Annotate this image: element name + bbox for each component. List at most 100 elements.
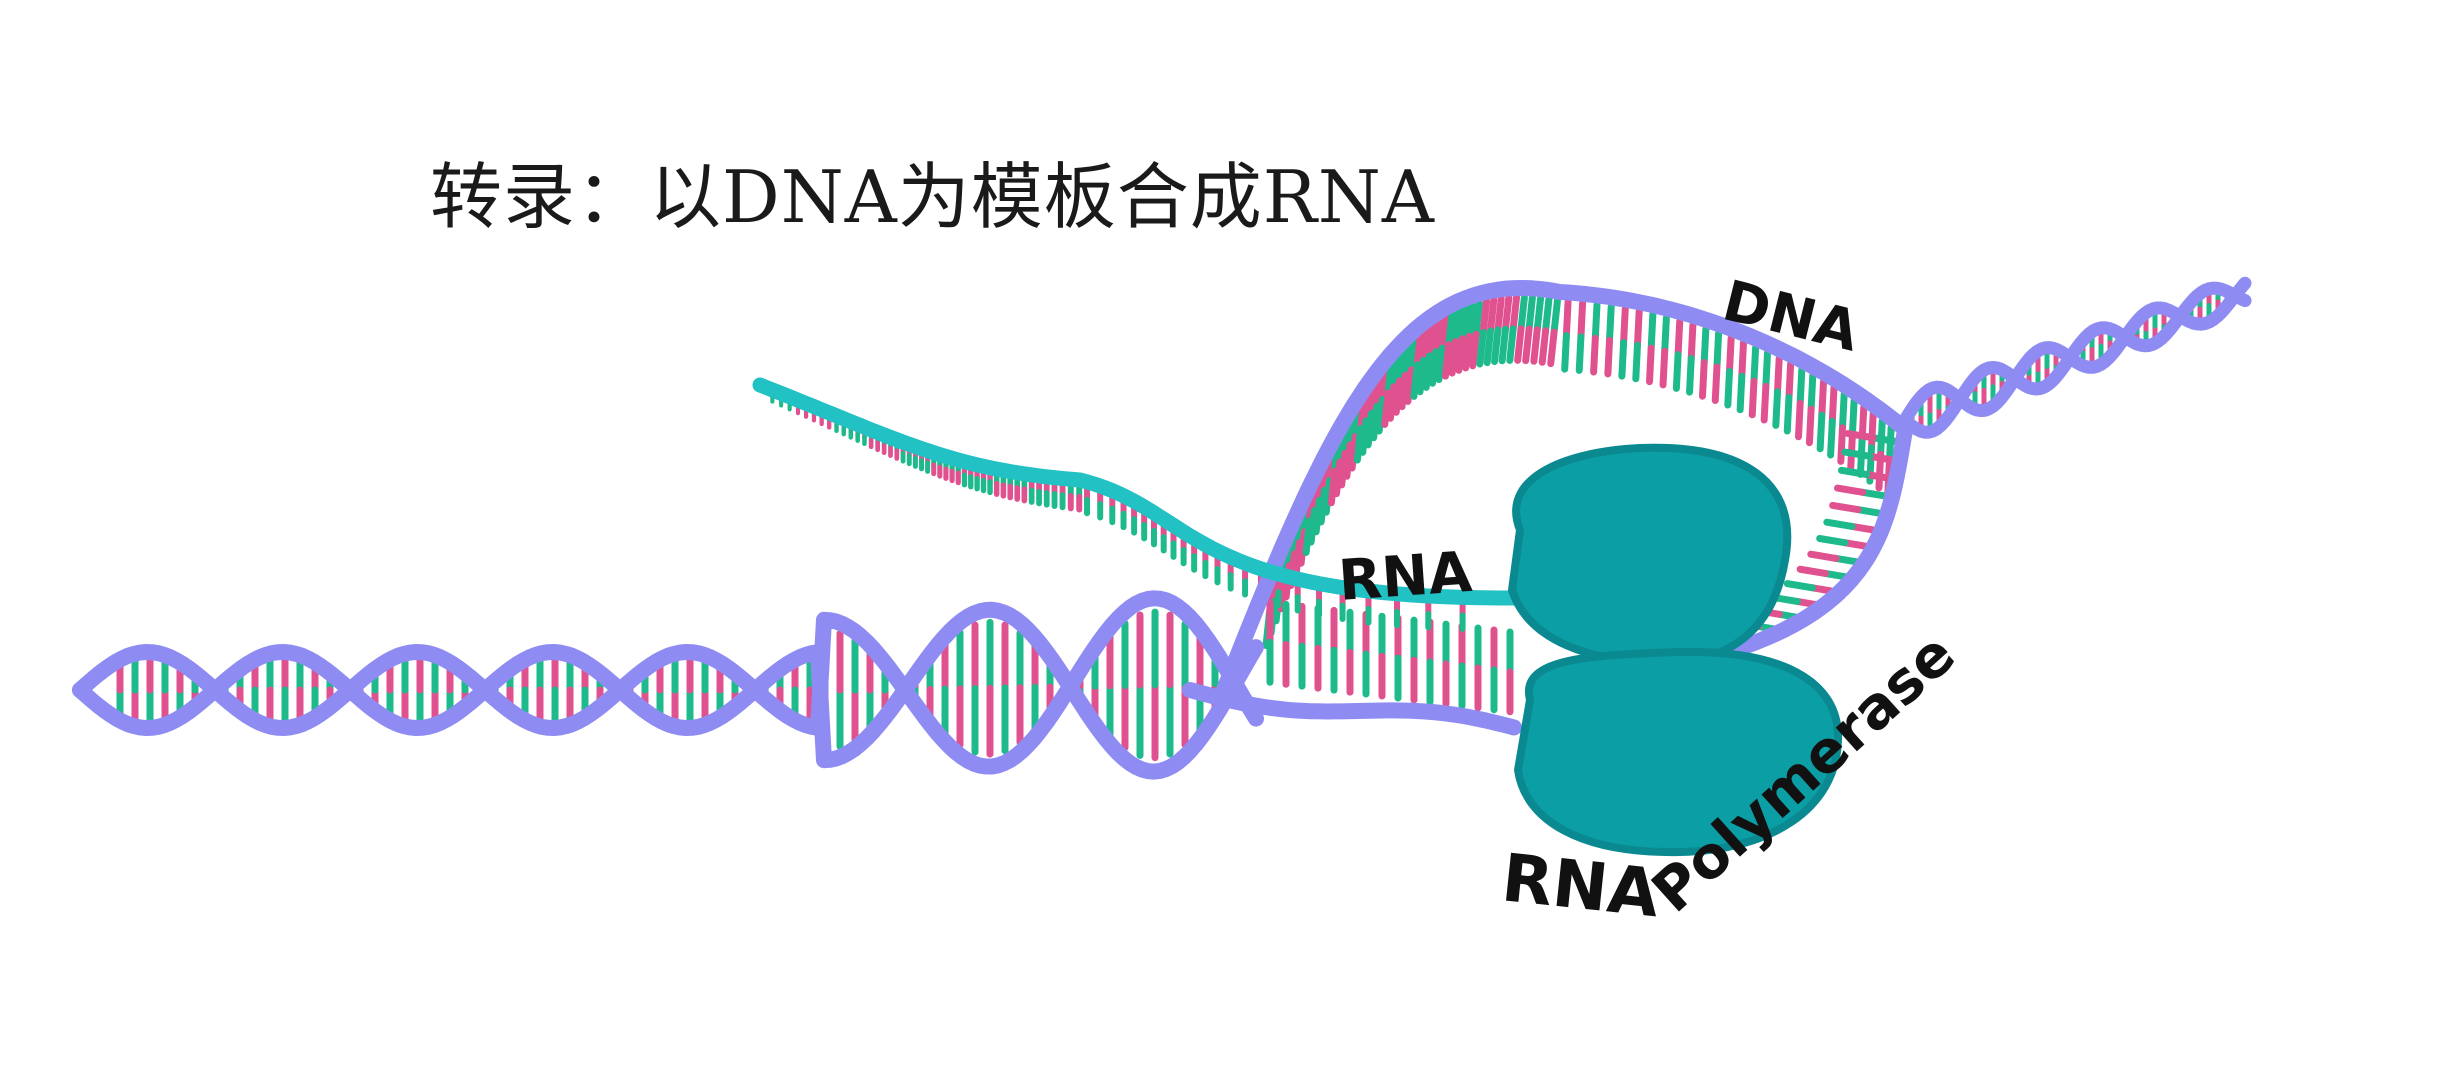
base-pair (1590, 334, 1599, 376)
base-pair (1606, 303, 1615, 344)
base-pair (1501, 294, 1513, 333)
base-pair (1760, 382, 1770, 424)
coding-strand-backbone (1212, 280, 1908, 708)
base-pair (1327, 467, 1339, 507)
base-pair (1353, 425, 1365, 464)
base-pair (1647, 310, 1657, 352)
base-pair (1445, 309, 1456, 349)
base-pair (1317, 486, 1329, 526)
base-pair (1618, 339, 1628, 380)
base-pair (1307, 506, 1318, 546)
base-pair (1292, 539, 1303, 578)
base-pair (1859, 488, 1892, 500)
base-pair (1498, 325, 1509, 365)
base-pair (1828, 384, 1838, 425)
base-pair (1390, 351, 1401, 391)
base-pair (1491, 326, 1502, 366)
polymerase-rna-label: RNA (1498, 839, 1662, 932)
base-pair (1509, 293, 1521, 333)
dna-backbone-strand-1 (72, 601, 1264, 780)
rna-backbone (752, 377, 1528, 606)
base-pair (1404, 366, 1415, 405)
base-pair (1448, 338, 1459, 377)
template-strand-backbone (1182, 682, 1522, 736)
base-pair (1772, 388, 1782, 429)
base-pair (1432, 316, 1443, 356)
base-pair (1525, 294, 1536, 333)
base-pair (1736, 372, 1746, 414)
base-pair (1838, 390, 1848, 432)
base-pair (1725, 334, 1735, 375)
base-pair (1302, 517, 1313, 556)
base-pair (1700, 325, 1710, 367)
base-pair (1591, 301, 1601, 342)
base-pair (1297, 528, 1308, 567)
base-pair (1392, 377, 1404, 416)
base-pair (1738, 339, 1747, 380)
base-pair (1837, 424, 1846, 465)
base-pair (1823, 518, 1856, 530)
base-pair (1577, 299, 1587, 341)
base-pair (1686, 355, 1695, 396)
base-pair (1713, 329, 1723, 371)
base-pair (1384, 357, 1395, 397)
base-pair (1866, 452, 1899, 465)
base-pair (1794, 399, 1804, 441)
base-pair (1479, 297, 1491, 337)
base-pair (1469, 330, 1480, 370)
base-pair (1672, 351, 1682, 392)
base-pair (1476, 329, 1487, 368)
base-pair (1807, 371, 1817, 413)
base-pair (1338, 449, 1349, 489)
base-pair (1416, 356, 1427, 396)
base-pair (1407, 334, 1419, 374)
base-pair (1796, 366, 1806, 407)
base-pair (1343, 441, 1354, 480)
base-pair (1517, 293, 1528, 333)
base-pair (1562, 298, 1572, 340)
base-pair (1868, 410, 1877, 451)
base-pair (1426, 320, 1437, 360)
base-pair (1848, 397, 1858, 438)
return-strand-backbone (1732, 422, 1913, 656)
base-pair (1547, 328, 1558, 368)
base-pair (1844, 430, 1877, 442)
diagram-title: 转录：以DNA为模板合成RNA (430, 155, 1435, 239)
base-pair (1370, 402, 1381, 442)
base-pair (1332, 458, 1344, 498)
base-pair (1522, 325, 1533, 365)
base-pair (1863, 470, 1896, 483)
base-pair (1422, 352, 1434, 391)
base-pair (1561, 332, 1570, 373)
base-pair (1829, 501, 1862, 514)
base-pair (1514, 325, 1525, 364)
base-pair (1538, 327, 1550, 366)
base-pair (1322, 477, 1334, 516)
right-helix-strand-2 (1898, 276, 2252, 427)
polymerase-upper-lobe (1507, 443, 1792, 667)
base-pair (1398, 371, 1409, 411)
base-pair (1885, 423, 1895, 465)
base-pair (1724, 367, 1733, 409)
rna-label: RNA (1336, 540, 1474, 614)
base-pair (1364, 409, 1376, 449)
base-pair (1530, 326, 1541, 365)
base-pair (1441, 341, 1453, 380)
base-pair (1837, 466, 1871, 478)
base-pair (1827, 417, 1836, 459)
base-pair (1550, 297, 1561, 336)
base-pair (1698, 359, 1708, 400)
base-pair (1785, 360, 1795, 401)
base-pair (1494, 295, 1505, 334)
base-pair (1646, 344, 1655, 386)
base-pair (1620, 305, 1629, 347)
base-pair (1438, 313, 1450, 352)
base-pair (1783, 393, 1793, 435)
base-pair (1604, 336, 1614, 378)
base-pair (1451, 306, 1463, 346)
base-pair (1533, 294, 1545, 334)
base-pair (1381, 389, 1392, 428)
rna-polymerase (1507, 443, 1843, 857)
base-pair (1542, 295, 1553, 335)
